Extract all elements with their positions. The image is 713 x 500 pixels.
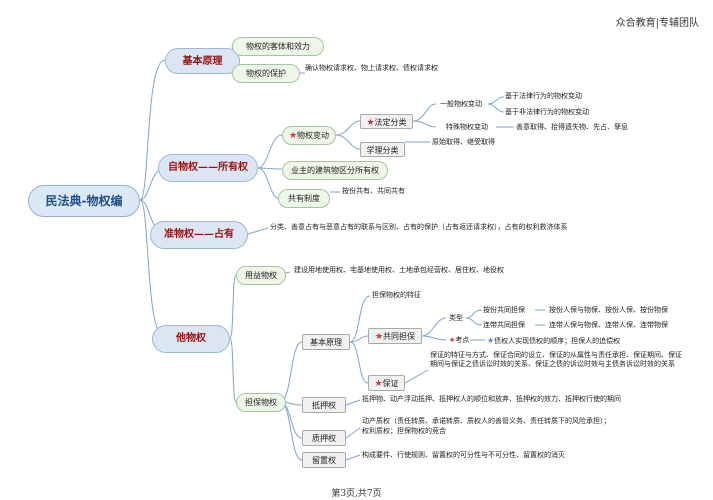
- star-icon: ★: [374, 379, 383, 389]
- header-brand: 众合教育|专辅团队: [615, 18, 699, 29]
- node-usufruct: 用益物权: [236, 266, 286, 285]
- node-security-principles: 基本原理: [302, 334, 350, 350]
- text-pledge-detail-2: 权利质权；担保物权的竞合: [362, 427, 446, 435]
- text-exam-detail: ★债权人实现债权的顺序；担保人的追偿权: [487, 336, 620, 346]
- branch-possession: 准物权——占有: [150, 221, 248, 249]
- text-co-ownership-detail: 按份共有、共同共有: [342, 187, 405, 195]
- star-icon: ★: [366, 118, 375, 128]
- node-legal-classification: ★法定分类: [360, 114, 413, 129]
- node-property-change-label: 物权变动: [297, 131, 330, 140]
- node-property-protection: 物权的保护: [232, 64, 300, 83]
- node-building-ownership: 业主的建筑物区分所有权: [282, 161, 388, 180]
- branch-other-rights: 他物权: [152, 325, 230, 353]
- text-special-change-detail: 善意取得、拾得遗失物、先占、孳息: [516, 123, 628, 131]
- star-icon: ★: [449, 336, 456, 344]
- text-exam-point-label: 考点: [455, 336, 470, 344]
- node-guarantee-label: 保证: [382, 379, 399, 388]
- text-mortgage-detail: 抵押物、动产浮动抵押、抵押权人的顺位和放弃、抵押权的效力、抵押权行使的期间: [362, 395, 621, 403]
- node-legal-classification-label: 法定分类: [374, 118, 407, 127]
- star-icon: ★: [374, 332, 384, 342]
- page-footer: 第3页,共7页: [331, 489, 382, 499]
- star-icon: ★: [288, 131, 298, 141]
- text-security-type: 类型: [449, 314, 463, 322]
- text-change-not-by-law: 基于非法律行为的物权变动: [505, 108, 589, 116]
- text-joint-type-detail: 连带人保与物保、连带人保、连带物保: [549, 321, 668, 329]
- node-property-change: ★物权变动: [282, 126, 336, 145]
- node-object-and-effect: 物权的客体和效力: [232, 37, 324, 56]
- text-change-by-law: 基于法律行为的物权变动: [505, 92, 582, 100]
- text-exam-point: ★考点: [449, 336, 469, 345]
- text-share-security: 按份共同担保: [483, 306, 525, 314]
- branch-basic-principles: 基本原理: [165, 48, 240, 74]
- node-lien: 留置权: [302, 452, 346, 468]
- node-guarantee: ★保证: [368, 375, 405, 391]
- node-mortgage: 抵押权: [302, 397, 346, 413]
- node-co-ownership: 共有制度: [278, 189, 330, 208]
- text-exam-detail-label: 债权人实现债权的顺序；担保人的追偿权: [494, 337, 621, 345]
- node-joint-security-label: 共同担保: [383, 332, 416, 341]
- star-icon: ★: [487, 336, 495, 345]
- text-possession-detail: 分类、善意占有与恶意占有的联系与区别、占有的保护（占有返还请求权），占有的权利救…: [270, 223, 568, 231]
- text-lien-detail: 构成要件、行使规则、留置权的可分性与不可分性、留置权的消灭: [362, 451, 565, 459]
- text-pledge-detail-1: 动产质权（责任转质、承诺转质、质权人的善管义务、责任转质下的风险承担）；: [362, 417, 611, 425]
- text-theory-detail: 原始取得、继受取得: [432, 138, 495, 146]
- text-share-security-detail: 按份人保与物保、按份人保、按份物保: [549, 306, 668, 314]
- text-usufruct-detail: 建设用地使用权、宅基地使用权、土地承包经营权、居住权、地役权: [294, 266, 504, 274]
- text-protection-detail: 确认物权请求权、物上请求权、债权请求权: [305, 64, 438, 72]
- text-joint-type-security: 连带共同担保: [483, 321, 525, 329]
- text-security-features: 担保物权的特征: [372, 291, 421, 299]
- branch-ownership: 自物权——所有权: [158, 154, 258, 182]
- node-joint-security: ★共同担保: [368, 328, 422, 344]
- text-special-change: 特殊物权变动: [446, 123, 488, 131]
- node-security-rights: 担保物权: [236, 393, 286, 412]
- text-guarantee-detail: 保证的特征与方式、保证合同的设立、保证的从属性与责任承担、保证期间、保证期间与保…: [430, 351, 682, 368]
- node-pledge: 质押权: [302, 430, 346, 446]
- root-node: 民法典-物权编: [28, 185, 140, 217]
- node-theory-classification: 学理分类: [360, 142, 405, 157]
- text-general-change: 一般物权变动: [440, 100, 482, 108]
